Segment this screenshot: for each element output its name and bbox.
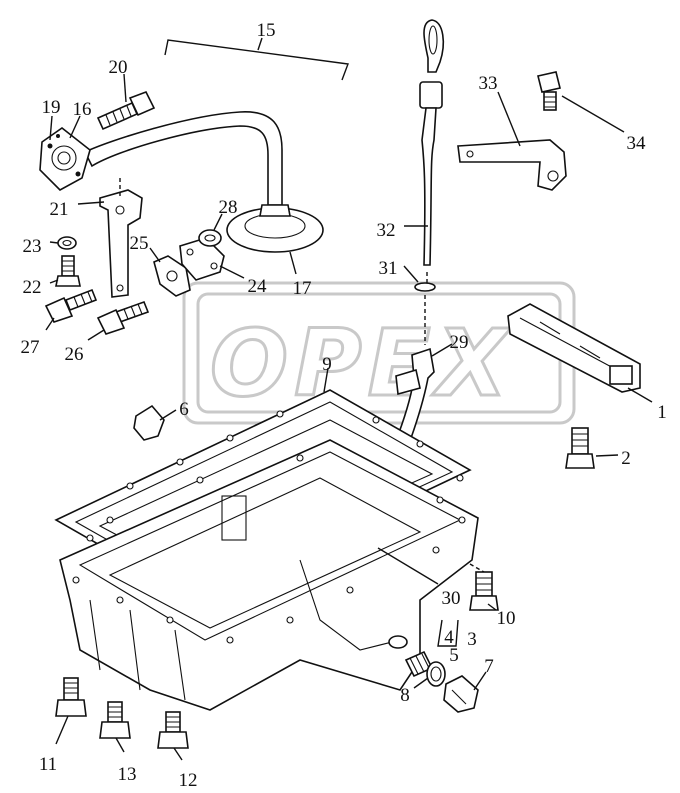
bolt-13 [99, 701, 131, 739]
callout-30: 30 [442, 588, 461, 609]
bolt-12 [157, 711, 189, 749]
callout-12: 12 [179, 770, 198, 791]
bolt-10 [469, 571, 499, 611]
drain-spring-4 [404, 650, 434, 678]
callout-10: 10 [497, 608, 516, 629]
callout-21: 21 [50, 199, 69, 220]
callout-2: 2 [621, 448, 631, 469]
callout-27: 27 [21, 337, 40, 358]
callout-22: 22 [23, 277, 42, 298]
plug-6 [133, 404, 165, 441]
oil-pan-body [59, 439, 479, 711]
washer-23 [57, 236, 77, 250]
bracket-24 [179, 237, 225, 281]
callout-5: 5 [449, 645, 459, 666]
bracket-15 [164, 37, 349, 81]
callout-24: 24 [248, 276, 268, 297]
callout-17: 17 [293, 278, 312, 299]
callout-7: 7 [484, 656, 494, 677]
baffle-plate-1 [507, 303, 641, 393]
callout-23: 23 [23, 236, 42, 257]
leader-lines [45, 73, 653, 761]
callout-9: 9 [322, 354, 332, 375]
callout-19: 19 [42, 97, 61, 118]
callout-labels: 1234567891011121315161719202122232425262… [21, 20, 667, 791]
callout-4: 4 [444, 627, 454, 648]
bolt-34 [537, 71, 561, 111]
clamp-25 [153, 255, 191, 297]
callout-28: 28 [219, 197, 238, 218]
callout-26: 26 [65, 344, 84, 365]
bracket-4-3 [437, 619, 459, 647]
callout-25: 25 [130, 233, 149, 254]
callout-20: 20 [109, 57, 128, 78]
watermark-text: OPEX [210, 310, 513, 417]
washer-28 [198, 229, 222, 247]
stud-22 [55, 255, 81, 287]
o-ring-31 [414, 282, 436, 292]
callout-15: 15 [257, 20, 276, 41]
bracket-21 [99, 178, 143, 298]
callout-16: 16 [73, 99, 92, 120]
drain-plug-7 [443, 675, 479, 713]
callout-29: 29 [450, 332, 469, 353]
callout-13: 13 [118, 764, 137, 785]
bracket-33 [457, 139, 567, 191]
bolt-11 [55, 677, 87, 717]
bolt-27 [44, 288, 98, 323]
bolt-26 [96, 300, 150, 335]
guide-bracket-29 [395, 368, 421, 396]
watermark: OPEX [182, 281, 576, 425]
callout-1: 1 [657, 402, 667, 423]
bolt-2 [565, 427, 595, 469]
callout-8: 8 [400, 685, 410, 706]
oil-strainer-pipe [39, 111, 324, 253]
callout-31: 31 [379, 258, 398, 279]
callout-33: 33 [479, 73, 498, 94]
dipstick-32 [419, 19, 445, 285]
callout-32: 32 [377, 220, 396, 241]
callout-11: 11 [39, 754, 57, 775]
callout-34: 34 [627, 133, 647, 154]
bolt-20 [96, 90, 156, 131]
gasket-8 [426, 661, 446, 687]
callout-3: 3 [467, 629, 477, 650]
callout-6: 6 [179, 399, 189, 420]
